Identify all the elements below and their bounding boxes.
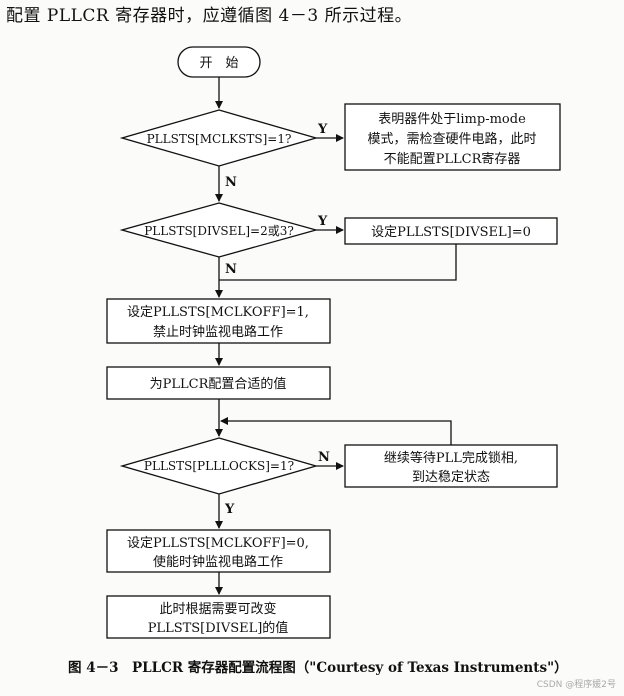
- decision-mclksts: PLLSTS[MCLKSTS]=1?: [119, 109, 319, 167]
- d3-no-label: N: [318, 450, 330, 465]
- box-wait-lock-line2: 到达稳定状态: [412, 469, 490, 485]
- box-config-pllcr: 为PLLCR配置合适的值: [106, 366, 331, 400]
- box-config-pllcr-label: 为PLLCR配置合适的值: [150, 376, 287, 392]
- decision-plllocks-label: PLLSTS[PLLLOCKS]=1?: [144, 459, 294, 473]
- arrow-box2-return: [219, 244, 457, 281]
- start-label: 开 始: [199, 56, 238, 71]
- d2-yes-label: Y: [317, 214, 328, 229]
- box-mclkoff-0-line1: 设定PLLSTS[MCLKOFF]=0,: [127, 536, 309, 551]
- d3-yes-label: Y: [224, 502, 235, 517]
- box-limp-mode: 表明器件处于limp-mode 模式，需检查硬件电路，此时 不能配置PLLCR寄…: [344, 103, 561, 171]
- box-change-divsel: 此时根据需要可改变 PLLSTS[DIVSEL]的值: [106, 595, 331, 639]
- box-limp-mode-line2: 模式，需检查硬件电路，此时: [367, 131, 536, 147]
- d1-yes-label: Y: [317, 122, 328, 137]
- decision-divsel: PLLSTS[DIVSEL]=2或3?: [119, 202, 319, 258]
- box-mclkoff-1-line2: 禁止时钟监视电路工作: [153, 324, 283, 340]
- box-change-divsel-line1: 此时根据需要可改变: [159, 601, 276, 617]
- watermark: CSDN @程序媛2号: [536, 680, 616, 690]
- box-set-divsel-label: 设定PLLSTS[DIVSEL]=0: [371, 225, 531, 240]
- figure-caption: 图 4－3 PLLCR 寄存器配置流程图（"Courtesy of Texas …: [68, 660, 568, 676]
- box-wait-lock: 继续等待PLL完成锁相, 到达稳定状态: [344, 444, 558, 488]
- box-mclkoff-0: 设定PLLSTS[MCLKOFF]=0, 使能时钟监视电路工作: [106, 529, 331, 573]
- box-limp-mode-line3: 不能配置PLLCR寄存器: [384, 151, 521, 167]
- box-set-divsel: 设定PLLSTS[DIVSEL]=0: [344, 217, 558, 245]
- box-mclkoff-0-line2: 使能时钟监视电路工作: [153, 554, 283, 570]
- box-limp-mode-line1: 表明器件处于limp-mode: [378, 112, 526, 127]
- d1-no-label: N: [225, 175, 237, 190]
- box-mclkoff-1: 设定PLLSTS[MCLKOFF]=1, 禁止时钟监视电路工作: [106, 298, 331, 344]
- decision-mclksts-label: PLLSTS[MCLKSTS]=1?: [147, 132, 292, 146]
- start-terminal: 开 始: [177, 46, 261, 78]
- intro-paragraph: 配置 PLLCR 寄存器时，应遵循图 4－3 所示过程。: [6, 6, 413, 26]
- d2-no-label: N: [225, 262, 237, 277]
- box-change-divsel-line2: PLLSTS[DIVSEL]的值: [148, 620, 289, 636]
- box-wait-lock-line1: 继续等待PLL完成锁相,: [384, 450, 518, 466]
- decision-divsel-label: PLLSTS[DIVSEL]=2或3?: [144, 224, 294, 238]
- arrow-wait-loop: [220, 417, 452, 445]
- box-mclkoff-1-line1: 设定PLLSTS[MCLKOFF]=1,: [127, 305, 309, 320]
- decision-plllocks: PLLSTS[PLLLOCKS]=1?: [119, 437, 319, 495]
